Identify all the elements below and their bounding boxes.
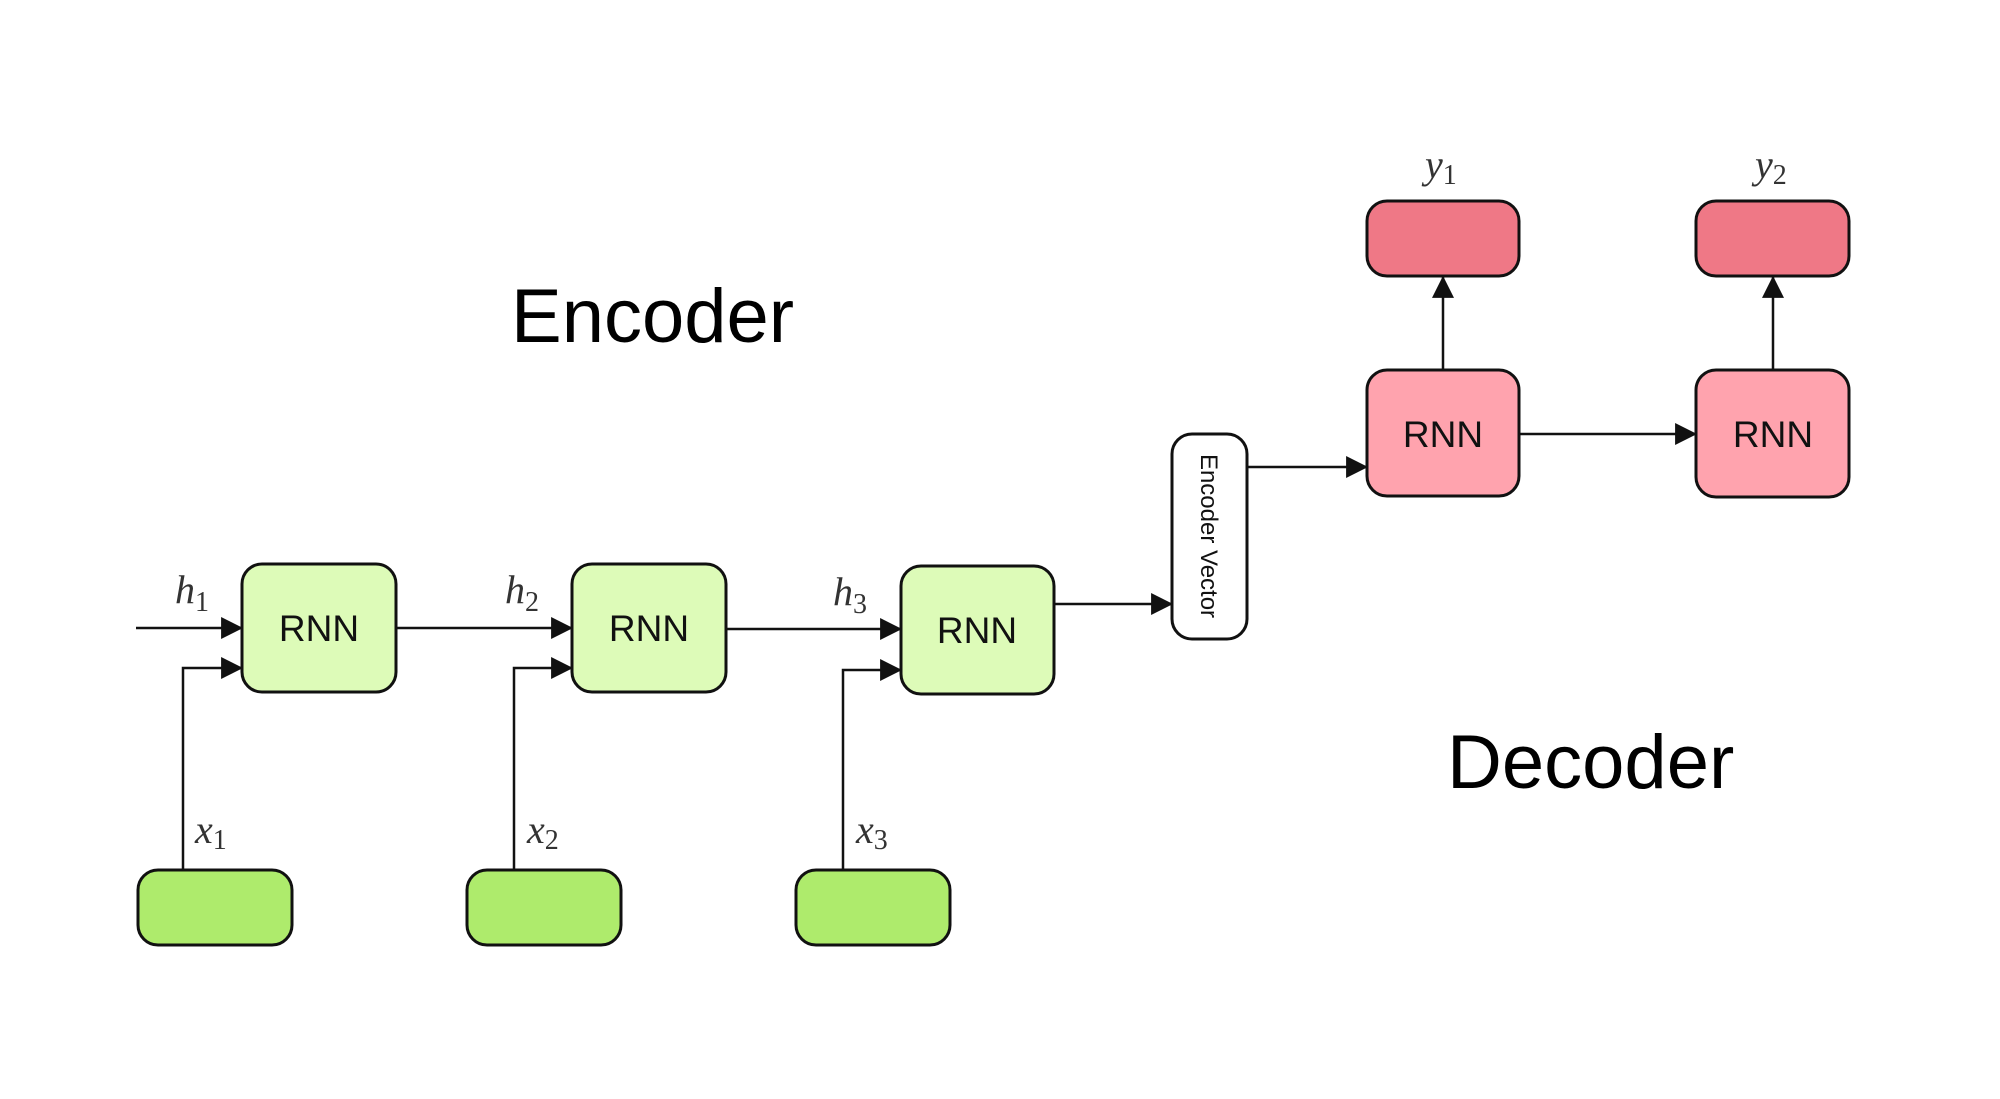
- decoder-rnn-1: RNN: [1365, 368, 1521, 498]
- encoder-rnn-2: RNN: [570, 562, 728, 694]
- input-box-3: [794, 868, 952, 947]
- hidden-label-3: h3: [833, 569, 867, 620]
- input-box-2: [465, 868, 623, 947]
- encoder-vector: Encoder Vector: [1170, 432, 1249, 641]
- input-label-2: x2: [526, 807, 559, 856]
- encoder-vector-label: Encoder Vector: [1195, 454, 1222, 618]
- rnn-label: RNN: [279, 608, 359, 649]
- input-arrow-1: [181, 657, 244, 870]
- decoder-rnn-2: RNN: [1694, 368, 1851, 499]
- encoder-title: Encoder: [511, 274, 794, 359]
- output-box-1: [1365, 199, 1521, 278]
- rnn-label: RNN: [609, 608, 689, 649]
- input-arrow-2: [512, 657, 574, 870]
- rnn-label: RNN: [1733, 414, 1813, 455]
- input-arrow-3: [841, 659, 903, 870]
- output-label-2: y2: [1751, 142, 1787, 191]
- input-box-1: [136, 868, 294, 947]
- encoder-rnn-1: RNN: [240, 562, 398, 694]
- output-label-1: y1: [1421, 142, 1457, 191]
- hidden-label-1: h1: [175, 567, 209, 618]
- hidden-label-2: h2: [505, 567, 539, 618]
- decoder-title: Decoder: [1447, 720, 1734, 805]
- input-label-3: x3: [855, 807, 888, 856]
- rnn-label: RNN: [937, 610, 1017, 651]
- output-box-2: [1694, 199, 1851, 278]
- encoder-rnn-3: RNN: [899, 564, 1056, 696]
- rnn-label: RNN: [1403, 414, 1483, 455]
- input-label-1: x1: [194, 807, 227, 856]
